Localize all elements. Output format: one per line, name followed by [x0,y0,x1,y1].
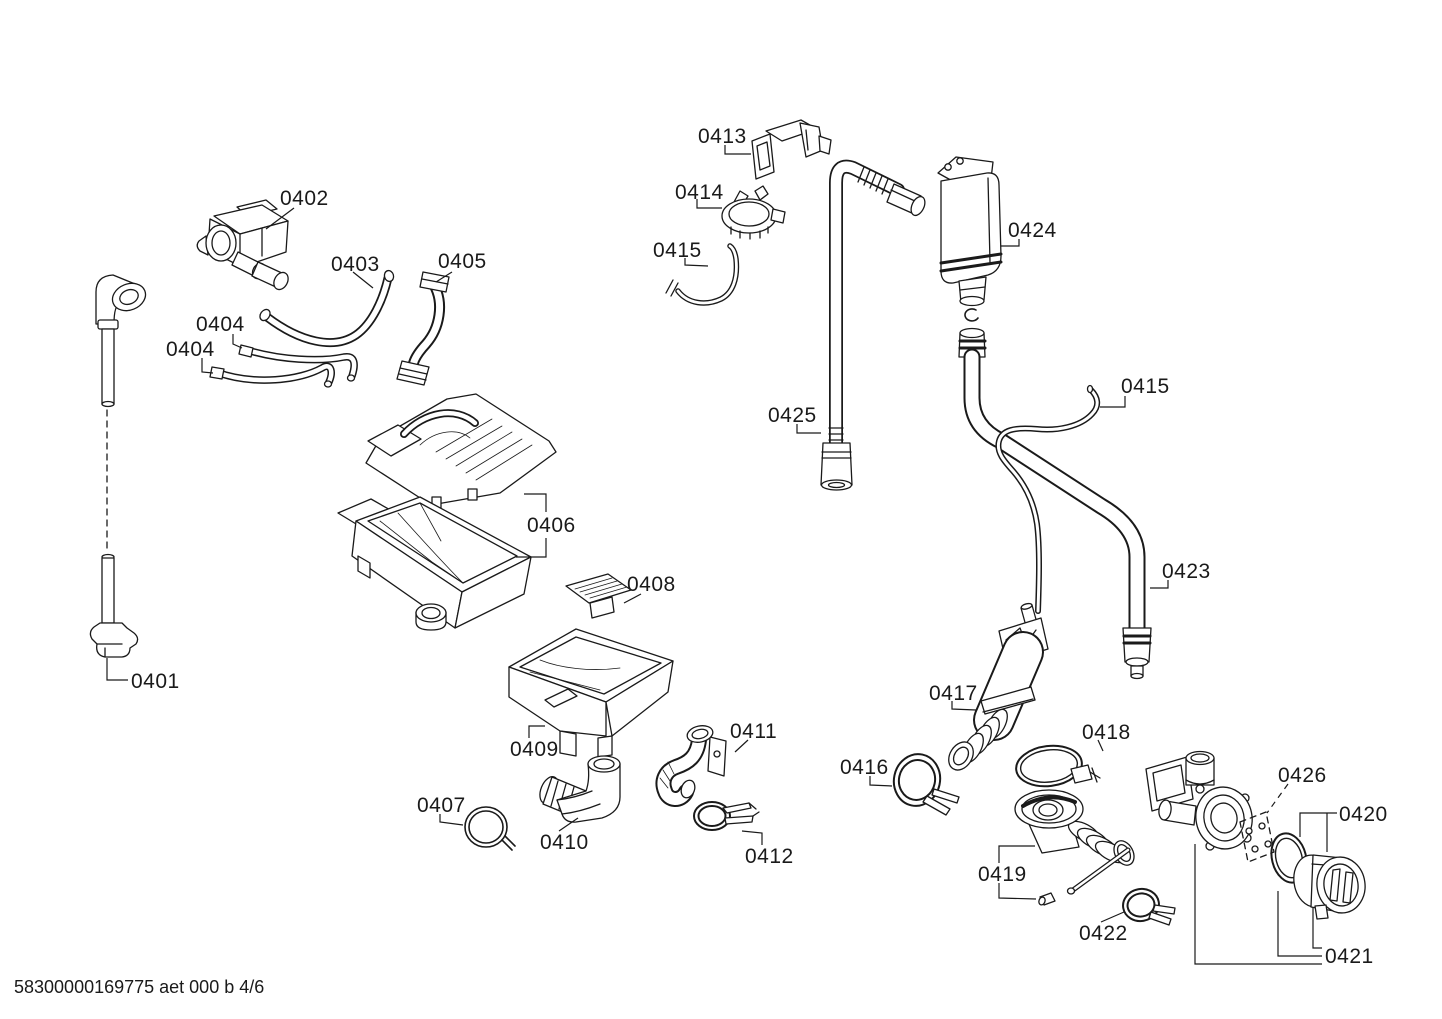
leader-0421-b [1312,907,1322,949]
leader-0420-a [1299,812,1337,837]
callout-0420: 0420 [1339,803,1388,826]
part-0407-clamp-ring [464,806,516,851]
callout-0407: 0407 [417,794,466,817]
part-0401-inlet-pipe [89,274,147,658]
part-0411-elbow-hose [655,725,727,807]
part-0419-sump [1014,789,1135,906]
callout-0423: 0423 [1162,560,1211,583]
callout-0411: 0411 [730,720,778,743]
footer-drawing-number: 58300000169775 aet 000 b 4/6 [14,977,265,997]
leader-0421-pump [1194,844,1322,965]
callout-0425: 0425 [768,404,817,427]
leader-0411 [734,739,749,753]
leader-0413 [724,145,751,155]
leader-0408 [623,593,642,604]
leader-0406-bottom [516,538,547,558]
callout-0406: 0406 [527,514,576,537]
part-pump-cover [1293,854,1366,920]
leader-0423 [1150,580,1169,589]
part-0405-hose [396,271,450,386]
callout-0421: 0421 [1325,945,1374,968]
part-0415-hose-small [665,243,740,306]
part-0418-clamp-ring [1015,744,1101,788]
part-0410-elbow-connector [539,755,621,823]
leader-0425 [796,424,821,434]
callout-0404-b: 0404 [166,338,215,361]
leader-0404-a [232,334,243,349]
leader-0417 [951,701,977,711]
callout-0416: 0416 [840,756,889,779]
part-0403-hose [259,269,395,348]
callout-0405: 0405 [438,250,487,273]
callout-0418: 0418 [1082,721,1131,744]
part-0409-drawer [508,628,674,758]
callout-0414: 0414 [675,181,724,204]
leader-0406-top [524,493,547,512]
callout-0403: 0403 [331,253,380,276]
leader-0426 [1266,783,1289,814]
callout-0426: 0426 [1278,764,1327,787]
leader-0416 [869,776,893,787]
callout-0417: 0417 [929,682,978,705]
part-0417-chamber [948,602,1049,771]
callout-0404-a: 0404 [196,313,245,336]
part-0425-hose [820,159,926,491]
callout-0408: 0408 [627,573,676,596]
callout-0401: 0401 [131,670,180,693]
callout-0419: 0419 [978,863,1027,886]
leader-0421-a [1277,891,1322,957]
callout-0422: 0422 [1079,922,1128,945]
part-0415-hose-long [995,384,1101,614]
leader-0419-b [998,883,1037,900]
leader-0403 [352,271,374,289]
leader-0415-a [684,258,709,267]
part-0426-screw-set [1239,811,1275,863]
leader-0402 [265,207,295,230]
callout-0415-b: 0415 [1121,375,1170,398]
part-0413-holder [751,119,832,180]
callout-0412: 0412 [745,845,794,868]
callout-0413: 0413 [698,125,747,148]
leader-0415-b [1100,396,1126,408]
part-0422-clamp [1122,887,1176,926]
callout-0415-a: 0415 [653,239,702,262]
leader-0424 [1001,239,1020,247]
callout-0409: 0409 [510,738,559,761]
part-0414-clamp [721,185,786,240]
callout-0402: 0402 [280,187,329,210]
leader-0419-a [998,845,1035,863]
part-drain-pump [1145,750,1253,851]
callout-0424: 0424 [1008,219,1057,242]
part-0408-siphon-insert [565,573,632,619]
callout-0410: 0410 [540,831,589,854]
part-0424-container [937,156,1003,322]
leader-0409 [528,725,545,738]
leader-lines [106,145,1337,965]
part-0402-inlet-valve [196,199,289,291]
leader-0401 [106,658,128,681]
leader-0410 [558,817,579,832]
part-0416-clamp [892,753,960,816]
leader-0422 [1100,911,1125,923]
part-0406-dispenser-housing [337,496,532,631]
part-0412-clamp [693,801,760,831]
leader-0405 [435,271,453,283]
leader-0407 [439,814,464,826]
leader-0404-b [201,358,214,374]
part-0406-dispenser-top [365,393,557,509]
leader-0412 [741,830,763,845]
part-0423-hose [958,327,1152,680]
leader-0418 [1097,739,1104,752]
leader-0414 [696,199,722,209]
part-0404-hoses [209,344,358,388]
